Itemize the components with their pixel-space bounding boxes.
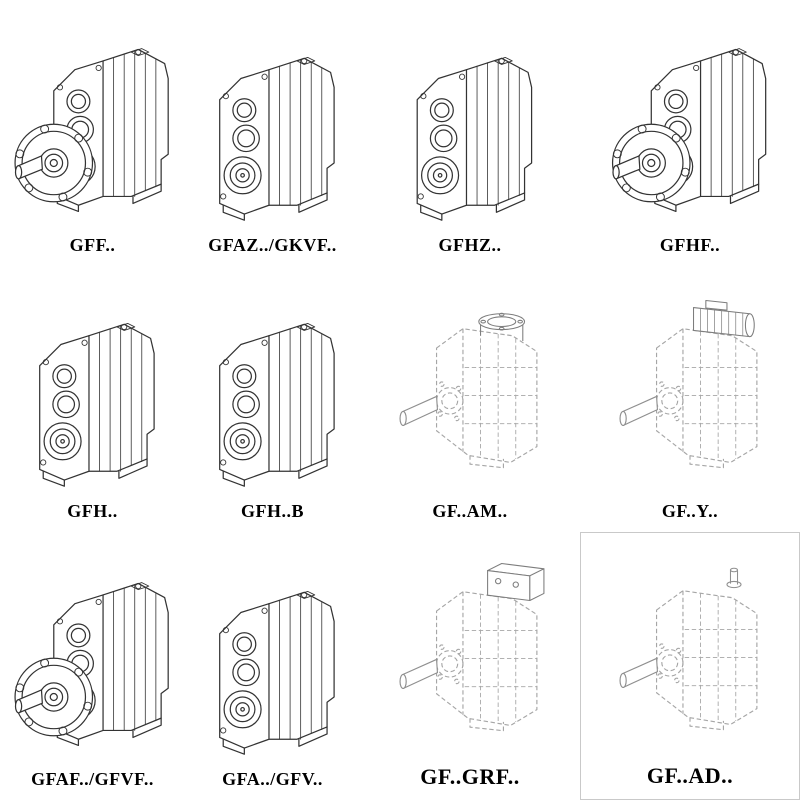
gearbox-cell-gf-grf: GF..GRF.. <box>360 532 580 800</box>
shaft-gearbox-drawing <box>189 565 356 763</box>
flange-gearbox-drawing <box>4 31 181 229</box>
gearbox-cell-gfh-b: GFH..B <box>185 266 360 532</box>
gearbox-model-label: GFHF.. <box>659 235 721 255</box>
gearbox-cell-gfa-gfv: GFA../GFV.. <box>185 532 360 800</box>
input-shaft-gearbox-drawing <box>585 559 795 757</box>
gearbox-cell-gfaz-gkvf: GFAZ../GKVF.. <box>185 0 360 266</box>
gearbox-cell-gfh: GFH.. <box>0 266 185 532</box>
gearbox-model-label: GFH.. <box>67 501 118 521</box>
gearbox-cell-gf-ad: GF..AD.. <box>580 532 800 800</box>
shaft-gearbox-drawing <box>189 297 356 495</box>
adapter-box-gearbox-drawing <box>364 560 576 758</box>
gearbox-cell-gfaf-gfvf: GFAF../GFVF.. <box>0 532 185 800</box>
adapter-flange-gearbox-drawing <box>364 297 576 495</box>
gearbox-model-label: GF..Y.. <box>661 501 719 521</box>
shaft-gearbox-drawing <box>364 31 576 229</box>
gearbox-model-label: GF..GRF.. <box>420 764 520 789</box>
shaft-gearbox-drawing <box>189 31 356 229</box>
gearbox-model-label: GFHZ.. <box>438 235 502 255</box>
gearbox-cell-gf-am: GF..AM.. <box>360 266 580 532</box>
gearbox-model-label: GF..AM.. <box>432 501 508 521</box>
gearbox-cell-gff: GFF.. <box>0 0 185 266</box>
gearbox-model-label: GFH..B <box>240 501 304 521</box>
gearbox-cell-gfhz: GFHZ.. <box>360 0 580 266</box>
gearbox-cell-gfhf: GFHF.. <box>580 0 800 266</box>
flange-gearbox-drawing <box>4 565 181 763</box>
shaft-gearbox-drawing <box>4 297 181 495</box>
flange-gearbox-drawing <box>584 31 796 229</box>
gearbox-model-label: GFA../GFV.. <box>222 769 323 789</box>
motor-gearbox-drawing <box>584 297 796 495</box>
gearbox-model-label: GFAZ../GKVF.. <box>208 235 337 255</box>
gearbox-model-label: GFAF../GFVF.. <box>31 769 154 789</box>
gearbox-cell-gf-y: GF..Y.. <box>580 266 800 532</box>
gearbox-model-label: GFF.. <box>69 235 116 255</box>
gearbox-model-label: GF..AD.. <box>646 763 734 788</box>
